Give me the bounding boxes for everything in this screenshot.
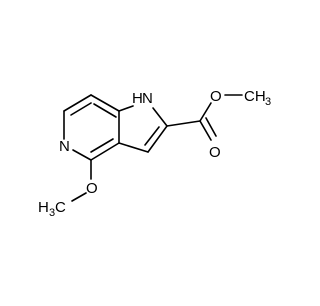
ring-nitrogen-label: N <box>59 138 70 155</box>
nh-nitrogen-label: N <box>142 90 153 107</box>
bond-c2-c3 <box>147 125 168 153</box>
bond-cester-ocarbonyl-a <box>199 120 212 141</box>
bond-omethoxy-ch3 <box>71 192 87 202</box>
molecule-structure: N H N O CH 3 O O H 3 C <box>38 88 271 219</box>
bond-c7-c7a-inner <box>93 103 117 118</box>
bond-c7a-n1 <box>118 105 134 112</box>
methoxy-methyl-h-label: H <box>38 199 49 216</box>
methoxy-oxygen-label: O <box>86 180 98 197</box>
carbonyl-oxygen-label: O <box>209 144 221 161</box>
bond-c6-c7-inner <box>70 102 92 116</box>
bond-c6-c7 <box>63 94 92 112</box>
bond-n1-c2 <box>152 107 168 127</box>
bond-c4-n5 <box>72 149 92 161</box>
nh-hydrogen-label: H <box>132 90 143 107</box>
ester-methyl-label: CH <box>244 88 266 105</box>
bond-c3a-c4 <box>90 142 120 161</box>
bond-c2-c3-inner <box>144 126 160 146</box>
methoxy-methyl-c-label: C <box>55 199 66 216</box>
bond-c3-c3a <box>118 142 149 153</box>
bond-cester-ocarbonyl-b <box>205 117 217 137</box>
bond-c2-cester <box>166 120 201 127</box>
bond-cester-osingle <box>199 102 212 122</box>
ester-oxygen-label: O <box>210 88 222 105</box>
bond-c7-c7a <box>90 94 120 112</box>
methoxy-methyl-subscript: 3 <box>49 207 55 219</box>
ester-methyl-subscript: 3 <box>265 96 271 108</box>
bond-c3a-c4-inner <box>90 138 114 153</box>
molecule-canvas: N H N O CH 3 O O H 3 C <box>38 88 271 219</box>
